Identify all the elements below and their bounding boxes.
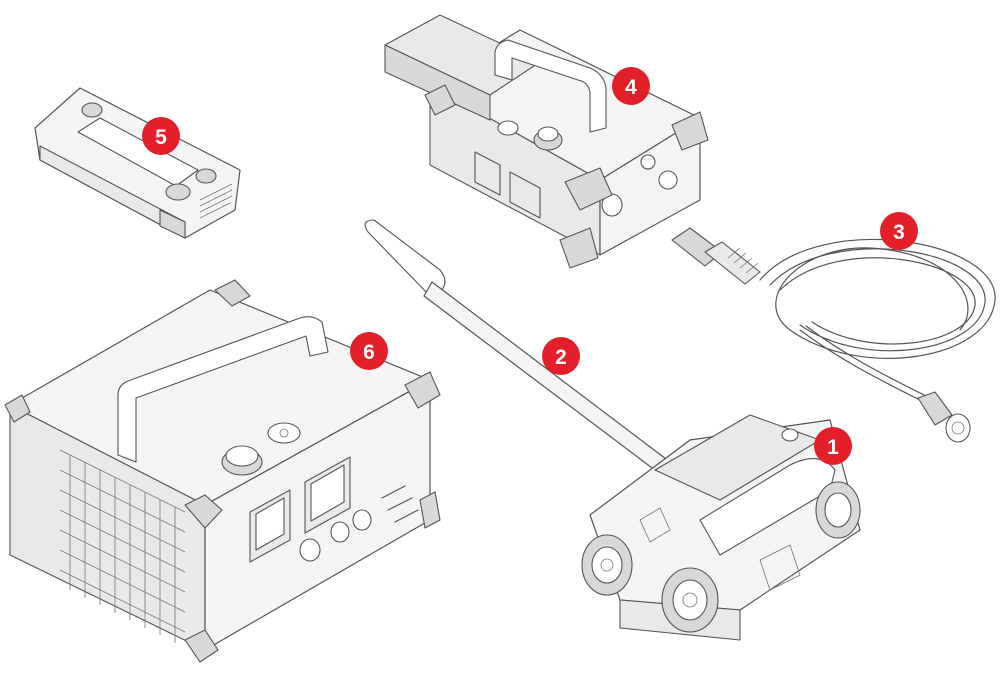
badge-3-circle xyxy=(880,212,918,250)
vent-grid xyxy=(59,449,186,643)
badge-3-label: 3 xyxy=(893,221,905,244)
badge-5-label: 5 xyxy=(155,126,167,149)
badge-2: 2 xyxy=(542,337,580,375)
badge-3: 3 xyxy=(880,212,918,250)
cable-illustration xyxy=(671,227,996,443)
badge-5: 5 xyxy=(142,117,180,155)
badge-4: 4 xyxy=(612,67,650,105)
welding-head-illustration xyxy=(581,414,861,641)
badge-6-label: 6 xyxy=(363,341,375,364)
badge-1-label: 1 xyxy=(827,436,839,459)
badge-2-label: 2 xyxy=(555,346,567,369)
badge-6-circle xyxy=(350,332,388,370)
badge-5-circle xyxy=(142,117,180,155)
badge-2-circle xyxy=(542,337,580,375)
remote-control-illustration xyxy=(34,87,241,239)
control-unit-illustration xyxy=(384,14,709,269)
badge-4-circle xyxy=(612,67,650,105)
badge-1-circle xyxy=(814,427,852,465)
badge-4-label: 4 xyxy=(625,76,637,99)
badge-1: 1 xyxy=(814,427,852,465)
power-source-illustration xyxy=(4,279,441,663)
badge-6: 6 xyxy=(350,332,388,370)
